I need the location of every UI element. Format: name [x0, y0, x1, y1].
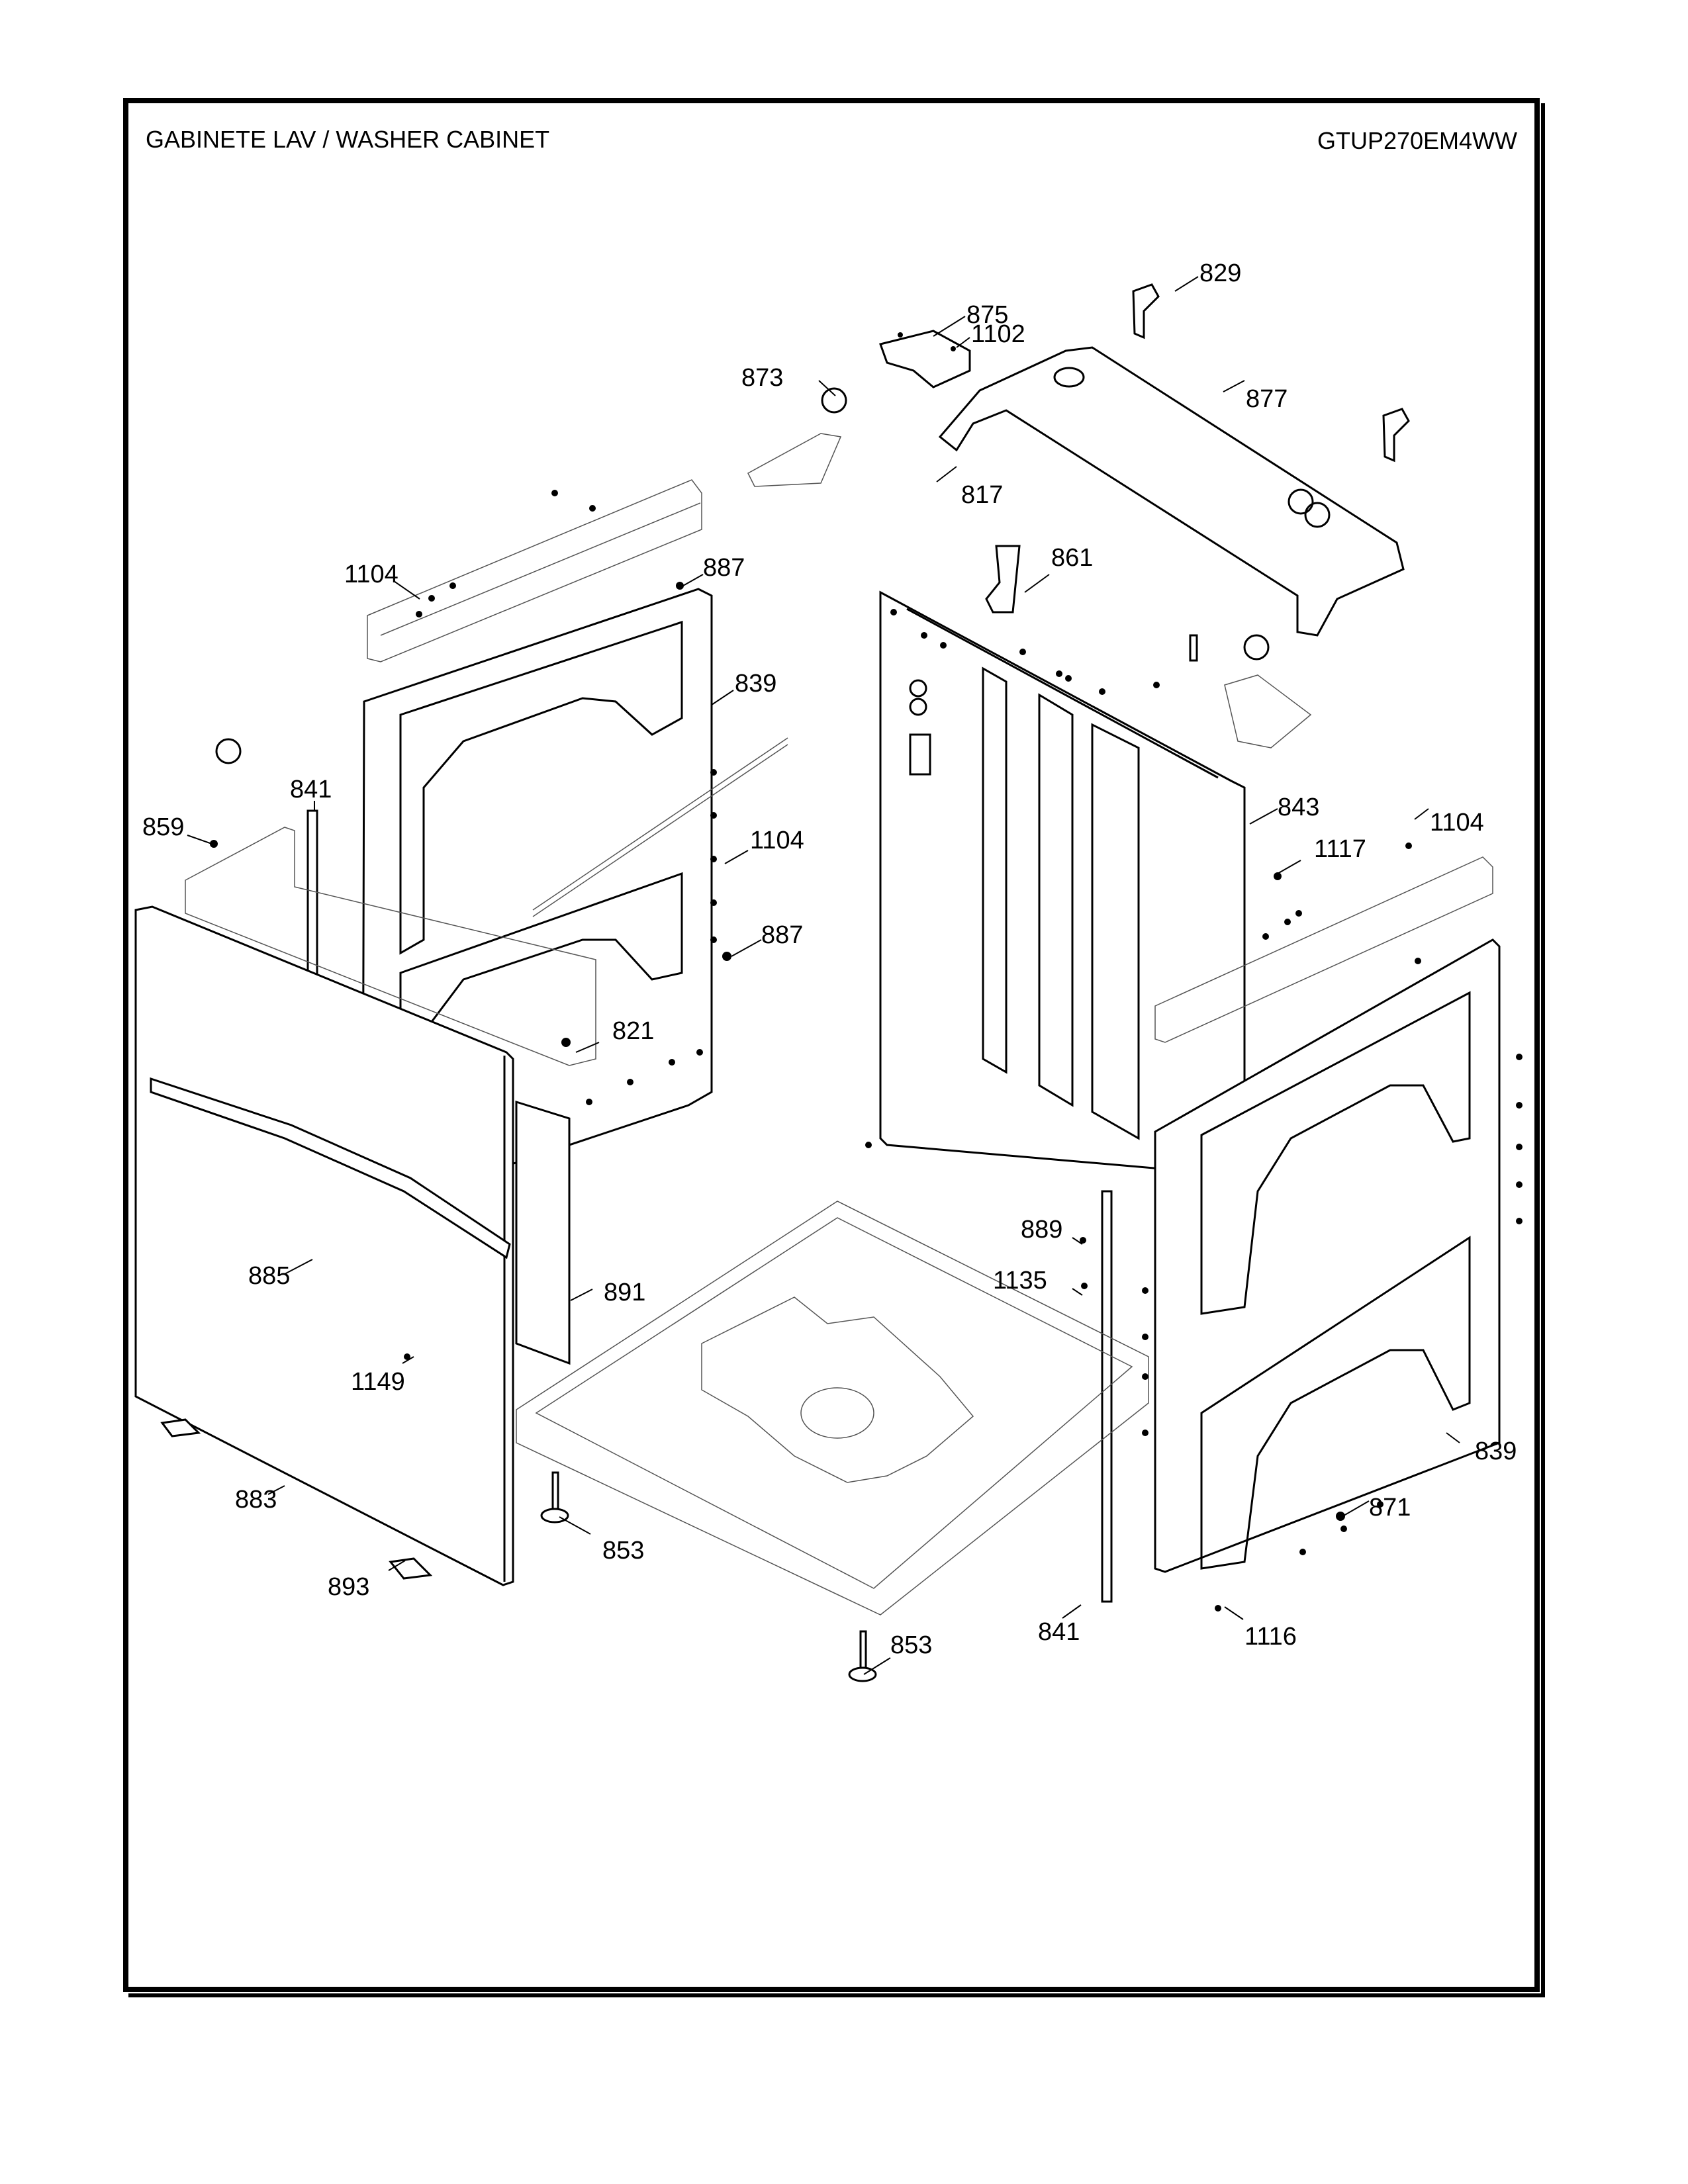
callout-875[interactable]: 875 — [966, 301, 1008, 329]
clip[interactable] — [1189, 634, 1198, 662]
callout-877[interactable]: 877 — [1246, 385, 1288, 413]
callout-1102[interactable]: 1102 — [971, 320, 1025, 348]
leader-lines — [187, 276, 1460, 1675]
callout-1135[interactable]: 1135 — [993, 1267, 1047, 1295]
callout-841-left[interactable]: 841 — [290, 776, 332, 803]
front-trim[interactable] — [150, 1077, 511, 1259]
callout-labels: 829 875 1102 873 877 817 861 1104 887 83… — [142, 259, 1517, 1659]
corner-brace-right[interactable] — [1101, 1190, 1113, 1603]
callout-1104-mid[interactable]: 1104 — [750, 827, 804, 854]
top-rail-left[interactable] — [367, 479, 702, 662]
callout-887[interactable]: 887 — [703, 554, 745, 582]
callout-893[interactable]: 893 — [328, 1573, 369, 1601]
leveling-leg-front[interactable] — [848, 1630, 877, 1682]
corner-plate — [747, 433, 1312, 749]
callout-1117[interactable]: 1117 — [1314, 835, 1366, 863]
callout-885[interactable]: 885 — [248, 1262, 290, 1290]
callout-821[interactable]: 821 — [612, 1017, 654, 1045]
top-rear-panel[interactable] — [938, 346, 1405, 637]
top-bracket[interactable] — [1132, 283, 1410, 463]
callout-1116[interactable]: 1116 — [1244, 1623, 1297, 1651]
rear-panel[interactable] — [879, 590, 1246, 1173]
callout-889[interactable]: 889 — [1021, 1216, 1062, 1244]
callout-843[interactable]: 843 — [1278, 794, 1319, 821]
callout-829[interactable]: 829 — [1199, 259, 1241, 287]
model-number: GTUP270EM4WW — [1317, 127, 1517, 154]
callout-1104[interactable]: 1104 — [344, 561, 399, 588]
callout-887-mid[interactable]: 887 — [761, 921, 803, 949]
base-pan[interactable] — [516, 1201, 1149, 1615]
fasteners — [210, 332, 1523, 1612]
callout-817[interactable]: 817 — [961, 481, 1003, 509]
insulation-pad[interactable] — [515, 1100, 571, 1365]
callout-1104-right[interactable]: 1104 — [1430, 809, 1484, 837]
callout-861[interactable]: 861 — [1051, 544, 1093, 572]
top-rail-right[interactable] — [1154, 856, 1493, 1043]
diagram-frame — [123, 98, 1540, 1992]
callout-1149[interactable]: 1149 — [351, 1368, 405, 1396]
foot-cover[interactable] — [389, 1557, 433, 1580]
front-support — [185, 827, 596, 1066]
side-panel-right[interactable] — [1154, 938, 1501, 1573]
callout-853-left[interactable]: 853 — [602, 1537, 644, 1565]
front-panel[interactable] — [134, 905, 514, 1586]
callout-891[interactable]: 891 — [604, 1279, 645, 1306]
callout-853-front[interactable]: 853 — [890, 1631, 932, 1659]
foot-cover[interactable] — [160, 1418, 201, 1437]
leveling-leg-left[interactable] — [540, 1471, 569, 1524]
cover-bracket[interactable] — [879, 330, 971, 388]
callout-839-right[interactable]: 839 — [1475, 1437, 1517, 1465]
callout-883[interactable]: 883 — [235, 1486, 277, 1514]
callout-839-left[interactable]: 839 — [735, 670, 776, 698]
callout-859[interactable]: 859 — [142, 813, 184, 841]
diagram-title: GABINETE LAV / WASHER CABINET — [146, 126, 550, 153]
callout-871[interactable]: 871 — [1369, 1494, 1411, 1522]
callout-841-right[interactable]: 841 — [1038, 1618, 1080, 1646]
rod — [532, 737, 788, 917]
callout-873[interactable]: 873 — [741, 364, 783, 392]
duct[interactable] — [985, 545, 1021, 614]
sheet-shadow — [128, 103, 1545, 1997]
grommet[interactable] — [215, 387, 1270, 764]
